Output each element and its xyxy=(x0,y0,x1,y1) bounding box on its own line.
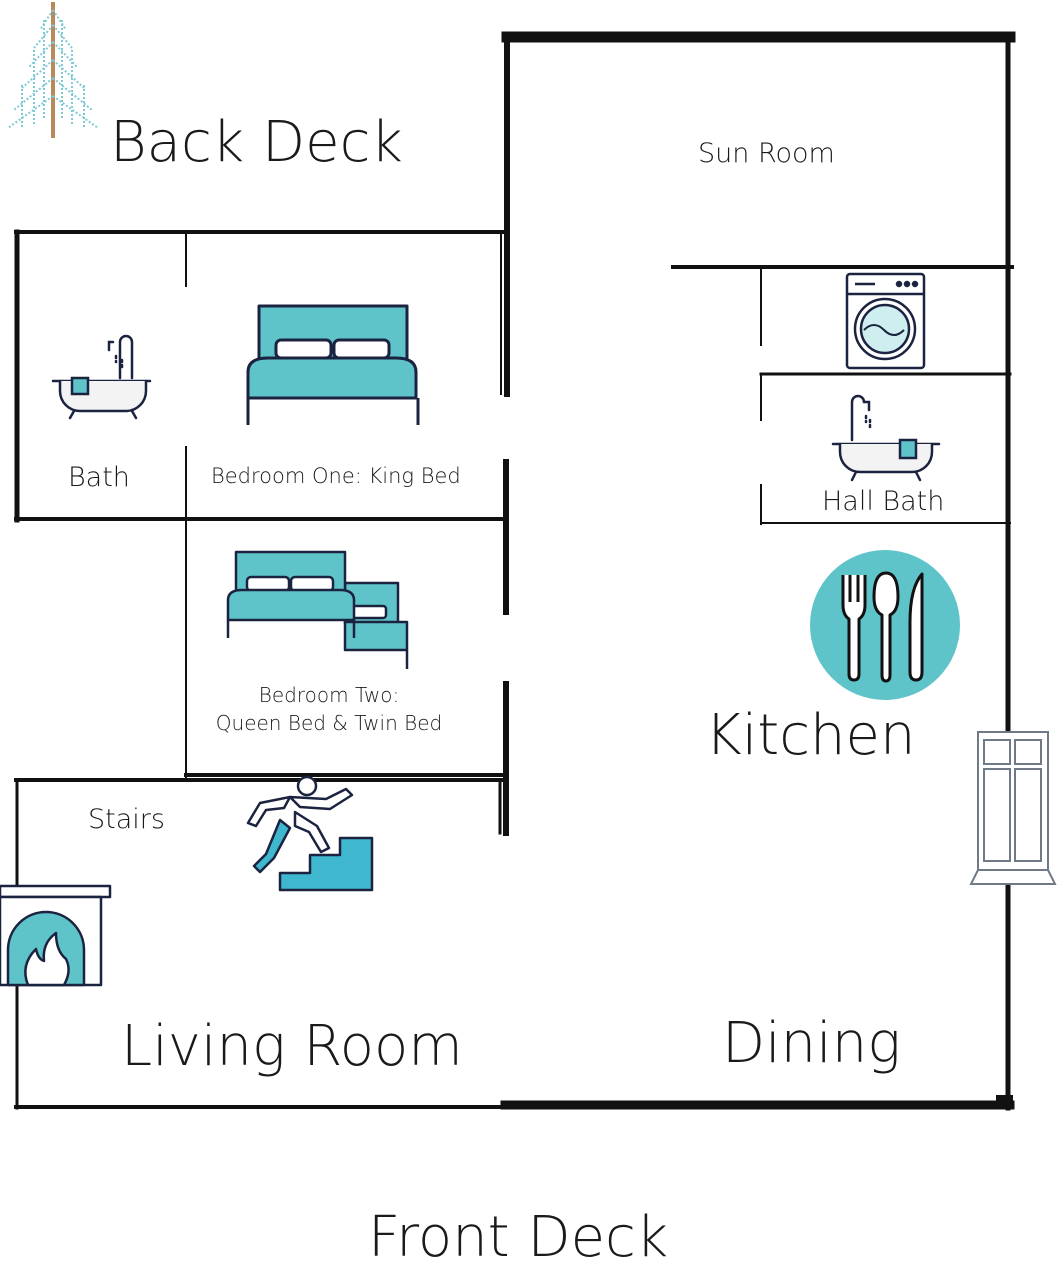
king-bed-icon xyxy=(246,304,420,425)
hall-bath-label: Hall Bath xyxy=(822,486,944,517)
utensils-icon xyxy=(810,550,960,700)
door-icon xyxy=(969,731,1057,885)
bathtub-icon xyxy=(51,334,152,420)
dining-label: Dining xyxy=(722,1011,901,1076)
kitchen-label: Kitchen xyxy=(705,703,915,768)
stairs-climber-icon xyxy=(246,775,374,892)
tree-icon xyxy=(7,2,99,138)
fireplace-icon xyxy=(0,884,112,987)
bedroom-two-label-line2: Queen Bed & Twin Bed xyxy=(216,711,442,735)
bathtub-icon xyxy=(831,394,941,482)
bunk-beds-icon xyxy=(226,550,409,669)
front-deck-label: Front Deck xyxy=(368,1205,668,1267)
bedroom-one-label: Bedroom One: King Bed xyxy=(211,464,461,488)
stairs-label: Stairs xyxy=(88,804,165,835)
sun-room-label: Sun Room xyxy=(698,138,835,169)
bedroom-two-label-line1: Bedroom Two: xyxy=(259,683,399,707)
living-room-label: Living Room xyxy=(121,1014,463,1079)
bath-label: Bath xyxy=(68,462,130,493)
back-deck-label: Back Deck xyxy=(110,110,403,175)
walls xyxy=(14,31,1016,1111)
washing-machine-icon xyxy=(845,272,926,370)
